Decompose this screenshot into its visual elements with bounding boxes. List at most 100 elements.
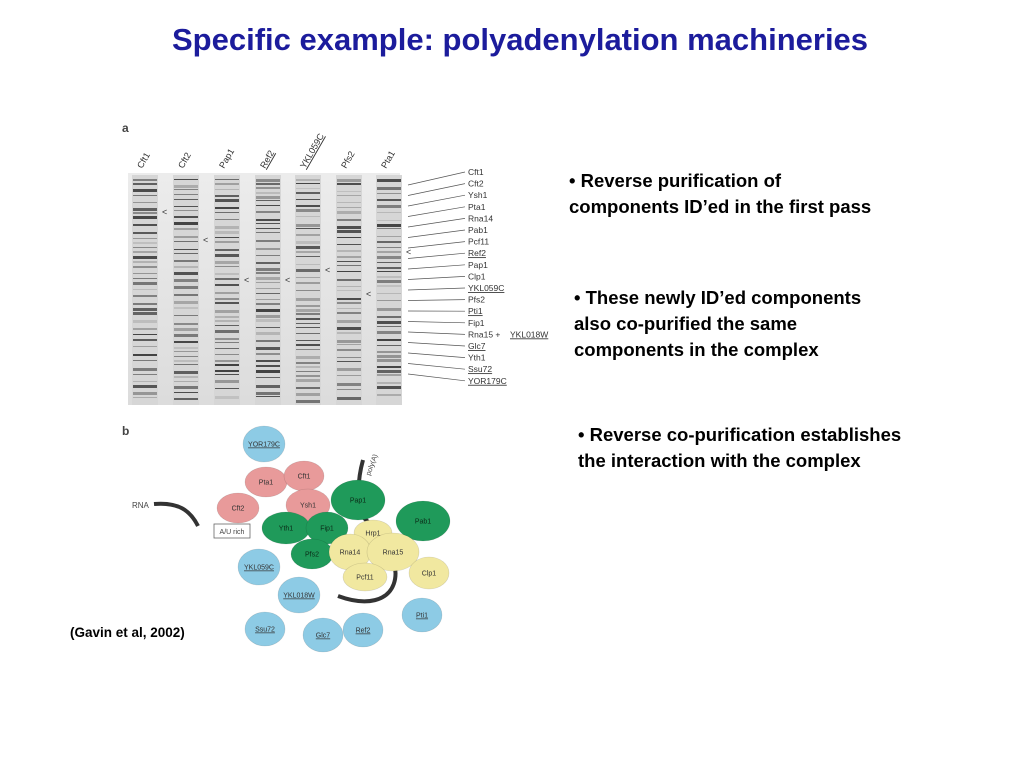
gel-band [296,375,320,377]
gel-band [215,199,239,202]
gel-band [337,230,361,233]
node-pti1-shape [401,597,443,633]
gel-band [215,219,239,220]
gel-band [256,353,280,355]
gel-band [215,189,239,190]
gel-band [256,179,280,182]
gel-band [174,328,198,331]
gel-band [256,327,280,328]
gel-band [256,183,280,185]
gel-lane [173,175,199,405]
node-pta1-label: Pta1 [259,480,274,487]
gel-band [296,349,320,350]
gel-band [337,250,361,252]
gel-band [337,237,361,238]
node-clp1-label: Clp1 [422,571,437,578]
gel-band [174,241,198,242]
gel-band [256,396,280,397]
gel-band [337,256,361,258]
gel-band [256,299,280,300]
gel-band [377,251,401,253]
gel-band [133,189,157,192]
gel-band [174,185,198,188]
gel-band [296,234,320,236]
gel-band [377,386,401,389]
gel-band [296,400,320,403]
bullet-reverse-purification: • Reverse purification of components ID’… [569,168,871,220]
gel-band [377,224,401,227]
gel-lanes [132,175,402,405]
gel-band [296,246,320,249]
gel-band [215,212,239,213]
gel-band [133,374,157,375]
gel-band [133,381,157,382]
node-yth1-label: Yth1 [279,526,294,533]
gel-band [174,392,198,393]
protein-leader-line [407,373,466,382]
gel-band [337,361,361,362]
bullet-line: • Reverse co-purification establishes [578,424,902,445]
protein-leader-line [407,299,466,301]
gel-band [133,397,157,398]
gel-band [174,272,198,275]
gel-band [337,202,361,203]
protein-label: Fip1 [468,318,485,328]
gel-band [256,240,280,242]
gel-band [377,228,401,229]
node-pap1-shape [330,479,386,521]
gel-lane-label: Pfs2 [339,149,357,170]
gel-band [296,344,320,346]
gel-band [377,359,401,362]
gel-band [215,370,239,372]
protein-leader-line [407,321,466,324]
slide-title: Specific example: polyadenylation machin… [172,22,869,57]
au-rich-box [213,523,251,539]
gel-band [337,308,361,309]
gel-band [256,319,280,322]
panel-label-b: b [122,424,129,438]
gel-band [215,320,239,322]
gel-band [296,205,320,207]
gel-band [296,327,320,328]
gel-band [377,345,401,346]
gel-band [133,303,157,305]
gel-band [215,316,239,318]
gel-band [296,318,320,320]
gel-band [133,295,157,297]
gel-band [296,305,320,307]
node-yor179c-shape [242,425,286,463]
gel-band [337,344,361,345]
gel-band [296,371,320,372]
gel-band [256,365,280,367]
node-ref2-label: Ref2 [356,628,371,635]
gel-band [256,272,280,274]
gel-band [256,223,280,224]
node-glc7-label: Glc7 [316,633,331,640]
gel-band [133,385,157,388]
gel-band [215,364,239,366]
gel-band [133,320,157,323]
gel-band [337,302,361,304]
gel-band [296,256,320,257]
gel-band [215,396,239,399]
gel-band [133,179,157,181]
gel-band [337,298,361,300]
gel-band [256,268,280,271]
bullet-copurified-components: • These newly ID’ed components also co-p… [574,285,861,363]
protein-label: Clp1 [468,271,486,281]
gel-band [296,199,320,200]
gel-band [133,328,157,330]
gel-band [174,307,198,309]
gel-band [215,284,239,286]
gel-band [174,398,198,400]
gel-band [377,355,401,358]
gel-band [296,333,320,334]
au-rich-label: A/U rich [220,529,245,536]
gel-band [337,375,361,376]
protein-leader-line [407,352,466,358]
gel-band [337,368,361,371]
gel-band [133,261,157,263]
gel-band [174,351,198,352]
